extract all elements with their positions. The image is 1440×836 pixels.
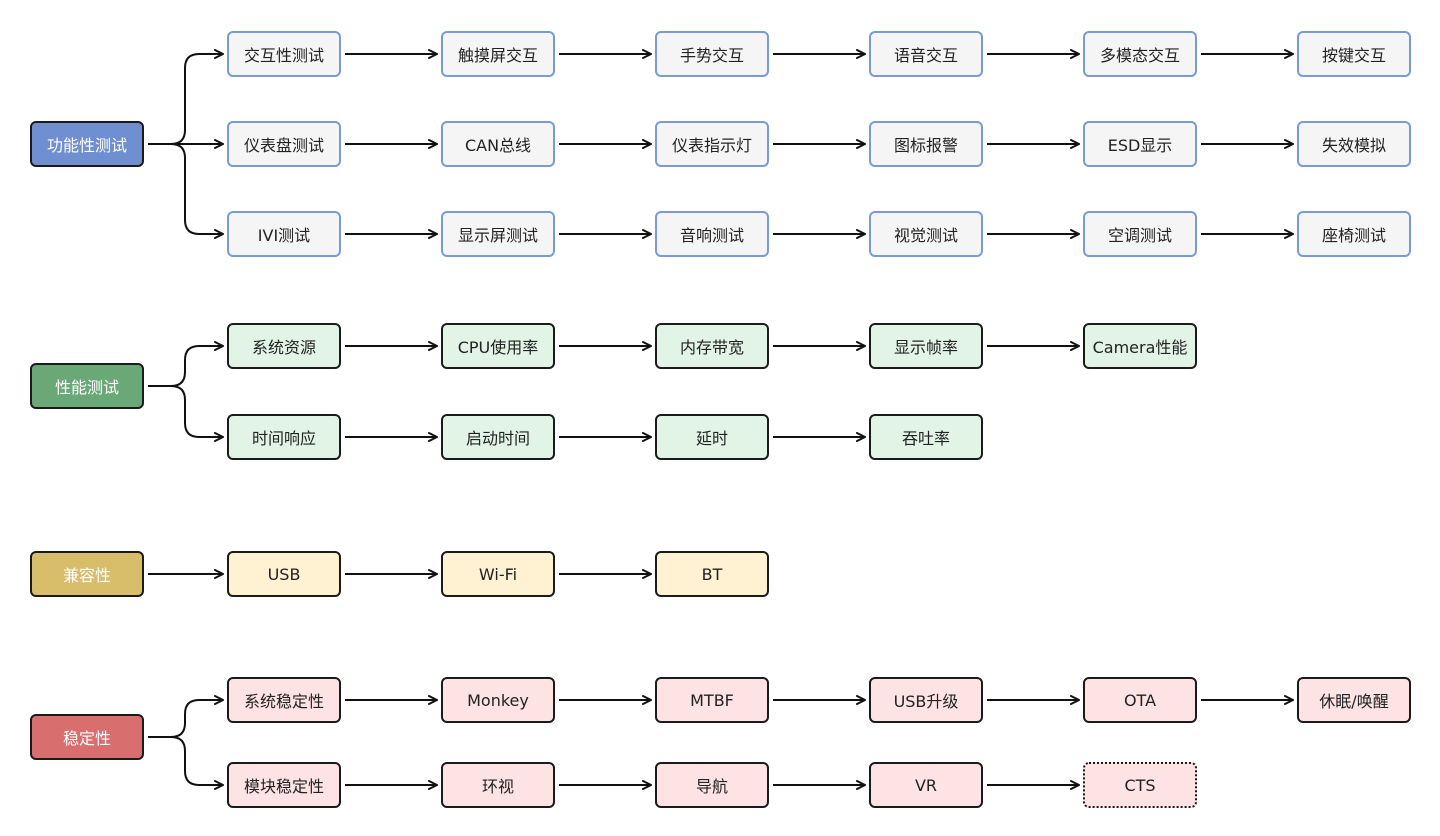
node-functional-0-2: 手势交互 [655,31,769,77]
node-functional-1-3: 图标报警 [869,121,983,167]
node-performance-1-1: 启动时间 [441,414,555,460]
node-stability-1-4: CTS [1083,762,1197,808]
node-stability-0-2: MTBF [655,677,769,723]
node-functional-2-4: 空调测试 [1083,211,1197,257]
node-functional-1-2: 仪表指示灯 [655,121,769,167]
connector-stability-root-1 [148,736,224,790]
node-performance-1-0: 时间响应 [227,414,341,460]
node-compatibility-0-1: Wi-Fi [441,551,555,597]
node-functional-1-0: 仪表盘测试 [227,121,341,167]
node-stability-1-3: VR [869,762,983,808]
connector-functional-root-0 [148,49,224,145]
node-stability-0-0: 系统稳定性 [227,677,341,723]
connector-performance-root-0 [148,341,224,387]
node-stability-0-5: 休眠/唤醒 [1297,677,1411,723]
node-performance-0-4: Camera性能 [1083,323,1197,369]
node-functional-2-3: 视觉测试 [869,211,983,257]
node-functional-1-1: CAN总线 [441,121,555,167]
node-stability-1-1: 环视 [441,762,555,808]
connector-functional-root-2 [148,143,224,239]
node-performance-1-2: 延时 [655,414,769,460]
node-performance-1-3: 吞吐率 [869,414,983,460]
node-performance-0-0: 系统资源 [227,323,341,369]
node-stability-1-0: 模块稳定性 [227,762,341,808]
root-node-functional: 功能性测试 [30,121,144,167]
node-functional-0-5: 按键交互 [1297,31,1411,77]
connector-stability-root-0 [148,695,224,738]
node-functional-0-0: 交互性测试 [227,31,341,77]
node-functional-2-5: 座椅测试 [1297,211,1411,257]
node-performance-0-2: 内存带宽 [655,323,769,369]
node-compatibility-0-0: USB [227,551,341,597]
node-functional-2-0: IVI测试 [227,211,341,257]
node-stability-0-4: OTA [1083,677,1197,723]
node-stability-0-1: Monkey [441,677,555,723]
node-stability-1-2: 导航 [655,762,769,808]
node-stability-0-3: USB升级 [869,677,983,723]
connector-performance-root-1 [148,385,224,442]
node-performance-0-3: 显示帧率 [869,323,983,369]
node-functional-1-5: 失效模拟 [1297,121,1411,167]
node-performance-0-1: CPU使用率 [441,323,555,369]
node-functional-1-4: ESD显示 [1083,121,1197,167]
node-functional-0-1: 触摸屏交互 [441,31,555,77]
node-functional-2-2: 音响测试 [655,211,769,257]
node-functional-0-3: 语音交互 [869,31,983,77]
root-node-compatibility: 兼容性 [30,551,144,597]
node-functional-2-1: 显示屏测试 [441,211,555,257]
root-node-performance: 性能测试 [30,363,144,409]
root-node-stability: 稳定性 [30,714,144,760]
node-functional-0-4: 多模态交互 [1083,31,1197,77]
node-compatibility-0-2: BT [655,551,769,597]
